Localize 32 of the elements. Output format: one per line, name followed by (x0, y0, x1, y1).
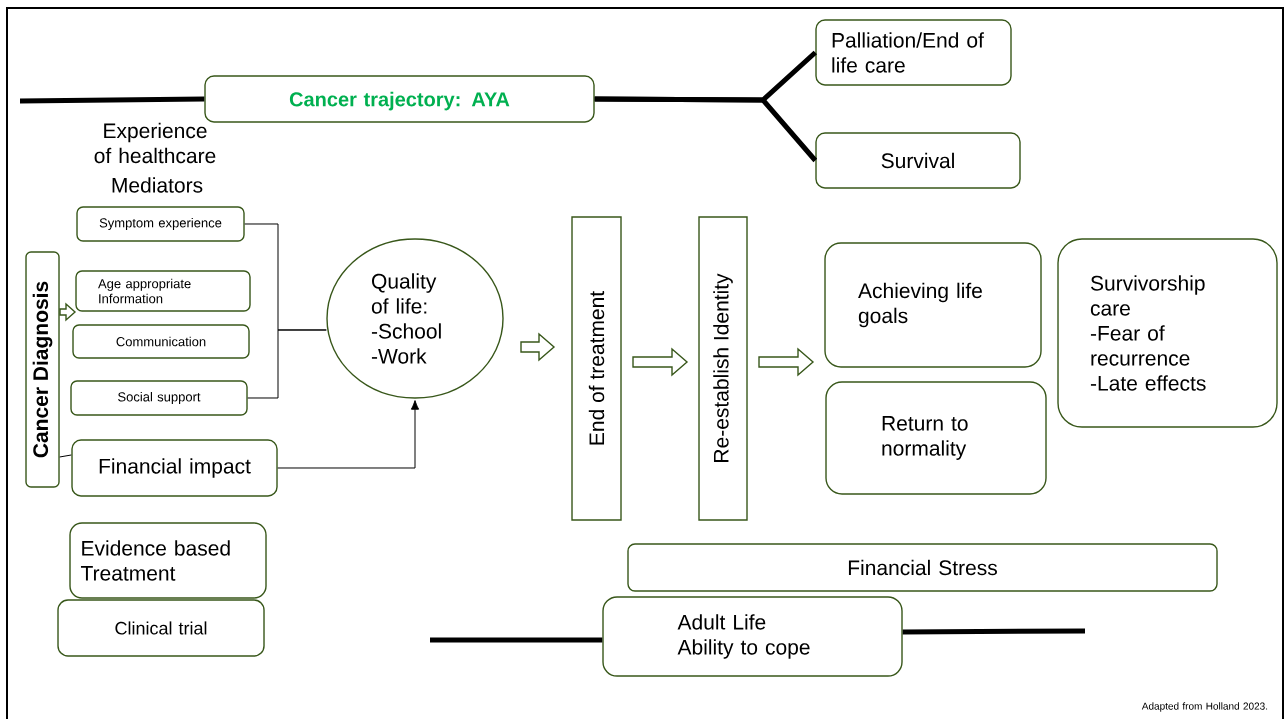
outcome-box: Palliation/End of life care (815, 19, 1012, 86)
coping-box: Adult Life Ability to cope (602, 596, 903, 677)
connector-line (59, 454, 72, 458)
survivorship-box: Survivorship care -Fear of recurrence -Late effects (1057, 238, 1278, 428)
outcome-box: Return to normality (825, 381, 1047, 495)
block-arrow (520, 332, 556, 362)
source-note: Adapted from Holland 2023. (1141, 702, 1268, 712)
outcome-box: Achieving life goals (824, 242, 1042, 368)
mediator-box: Age appropriate Information (75, 270, 251, 312)
mediator-box: Symptom experience (76, 206, 245, 242)
trajectory-line (902, 628, 1085, 635)
diagnosis-box: Cancer Diagnosis (25, 251, 60, 488)
trial-box: Clinical trial (57, 599, 265, 657)
arrow (277, 400, 420, 469)
block-arrow (758, 347, 815, 377)
trajectory-line (594, 96, 818, 163)
stage-box: Re-establish Identity (698, 216, 748, 521)
impact-box: Financial impact (71, 439, 278, 497)
block-arrow (59, 302, 77, 322)
heading-text: Experience of healthcare (94, 122, 216, 164)
heading-text: Mediators (112, 177, 203, 193)
outcome-box: Survival (815, 132, 1021, 189)
treatment-box: Evidence based Treatment (69, 522, 267, 599)
banner-box: Cancer trajectory: AYA (204, 75, 595, 123)
mediator-box: Communication (72, 324, 250, 359)
stress-band: Financial Stress (627, 543, 1218, 592)
block-arrow (632, 347, 689, 377)
stage-box: End of treatment (571, 216, 622, 521)
connector-line (247, 329, 327, 399)
trajectory-line (19, 96, 205, 104)
trajectory-line (430, 637, 603, 643)
mediator-box: Social support (70, 380, 248, 416)
